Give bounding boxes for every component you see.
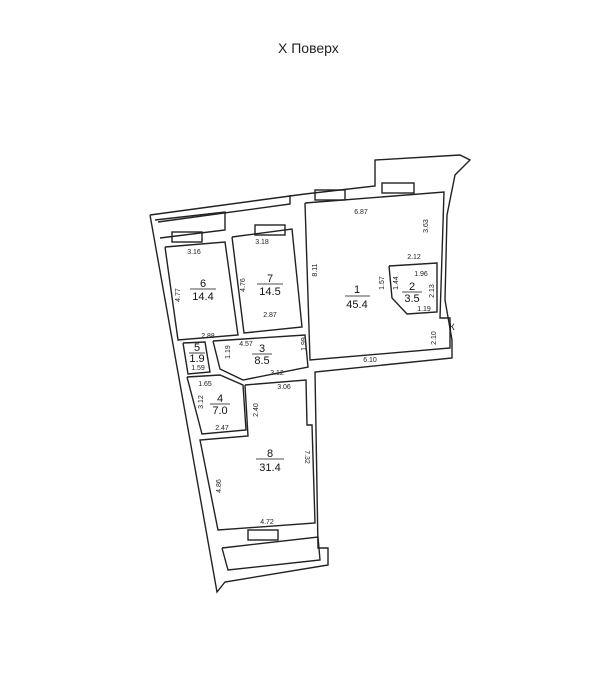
svg-text:2.40: 2.40	[253, 403, 260, 417]
svg-text:1.19: 1.19	[417, 306, 431, 313]
svg-text:3: 3	[259, 343, 265, 355]
svg-text:1.57: 1.57	[379, 276, 386, 290]
svg-text:8.11: 8.11	[312, 263, 319, 276]
svg-text:1.44: 1.44	[393, 276, 400, 290]
svg-text:1.59: 1.59	[191, 365, 205, 372]
room-7: 714.5	[257, 273, 283, 298]
svg-text:14.5: 14.5	[259, 286, 280, 298]
room-3: 38.5	[252, 343, 272, 367]
room-1-wall	[304, 191, 451, 361]
room-5: 51.9	[189, 342, 205, 365]
svg-text:4.77: 4.77	[175, 288, 182, 302]
balcony-bottom	[221, 536, 321, 571]
svg-text:45.4: 45.4	[346, 299, 367, 311]
svg-text:8: 8	[267, 448, 273, 460]
svg-text:2.10: 2.10	[431, 331, 438, 345]
room-5-wall	[182, 341, 211, 375]
floor-title: Х Поверх	[278, 40, 339, 56]
svg-text:3.12: 3.12	[270, 370, 284, 377]
svg-text:3.16: 3.16	[187, 249, 201, 256]
room-6: 614.4	[190, 278, 216, 303]
svg-text:6.87: 6.87	[354, 209, 368, 216]
room-2-wall	[388, 262, 438, 315]
svg-text:14.4: 14.4	[192, 291, 213, 303]
inner-outline	[157, 195, 291, 223]
room-8-wall	[199, 379, 316, 531]
room-4-wall	[186, 374, 247, 435]
svg-text:4.72: 4.72	[260, 519, 274, 526]
room-7-wall	[231, 228, 303, 334]
svg-text:3.18: 3.18	[255, 239, 269, 246]
svg-text:3.12: 3.12	[198, 395, 205, 409]
svg-text:1: 1	[354, 284, 360, 296]
room-6-wall	[164, 241, 239, 341]
svg-text:2.12: 2.12	[407, 254, 421, 261]
svg-text:2: 2	[409, 281, 415, 293]
svg-text:5: 5	[194, 342, 200, 354]
svg-text:6: 6	[200, 278, 206, 290]
svg-text:6.10: 6.10	[363, 357, 377, 364]
svg-text:4.86: 4.86	[216, 479, 223, 493]
outer-wall	[149, 154, 472, 594]
balcony-wall	[154, 211, 226, 239]
dimension-labels: 6.87 3.63 8.11 2.12 1.57 1.96 1.44 2.13 …	[175, 209, 438, 526]
room-4: 47.0	[210, 393, 230, 417]
svg-text:4.76: 4.76	[240, 278, 247, 292]
room-2: 23.5	[402, 281, 422, 305]
svg-text:1.19: 1.19	[225, 345, 232, 359]
svg-text:7: 7	[267, 273, 273, 285]
room-1: 145.4	[345, 284, 370, 311]
svg-text:2.13: 2.13	[429, 284, 436, 298]
svg-text:3.06: 3.06	[277, 384, 291, 391]
windows	[171, 182, 415, 541]
svg-text:1.9: 1.9	[189, 353, 204, 365]
svg-text:4: 4	[217, 393, 223, 405]
svg-text:4.57: 4.57	[239, 341, 253, 348]
svg-text:31.4: 31.4	[259, 462, 280, 474]
svg-text:8.5: 8.5	[254, 355, 269, 367]
side-label: К	[449, 322, 455, 332]
svg-text:3.63: 3.63	[423, 219, 430, 233]
svg-text:3.5: 3.5	[404, 293, 419, 305]
room-3-wall	[212, 334, 309, 381]
svg-text:7.0: 7.0	[212, 405, 227, 417]
svg-text:2.87: 2.87	[263, 312, 277, 319]
room-8: 831.4	[256, 448, 284, 474]
svg-text:1.99: 1.99	[301, 337, 308, 351]
svg-text:2.47: 2.47	[215, 425, 229, 432]
svg-text:2.88: 2.88	[201, 333, 215, 340]
svg-text:7.32: 7.32	[303, 450, 310, 464]
svg-text:1.96: 1.96	[414, 271, 428, 278]
svg-text:1.65: 1.65	[198, 381, 212, 388]
